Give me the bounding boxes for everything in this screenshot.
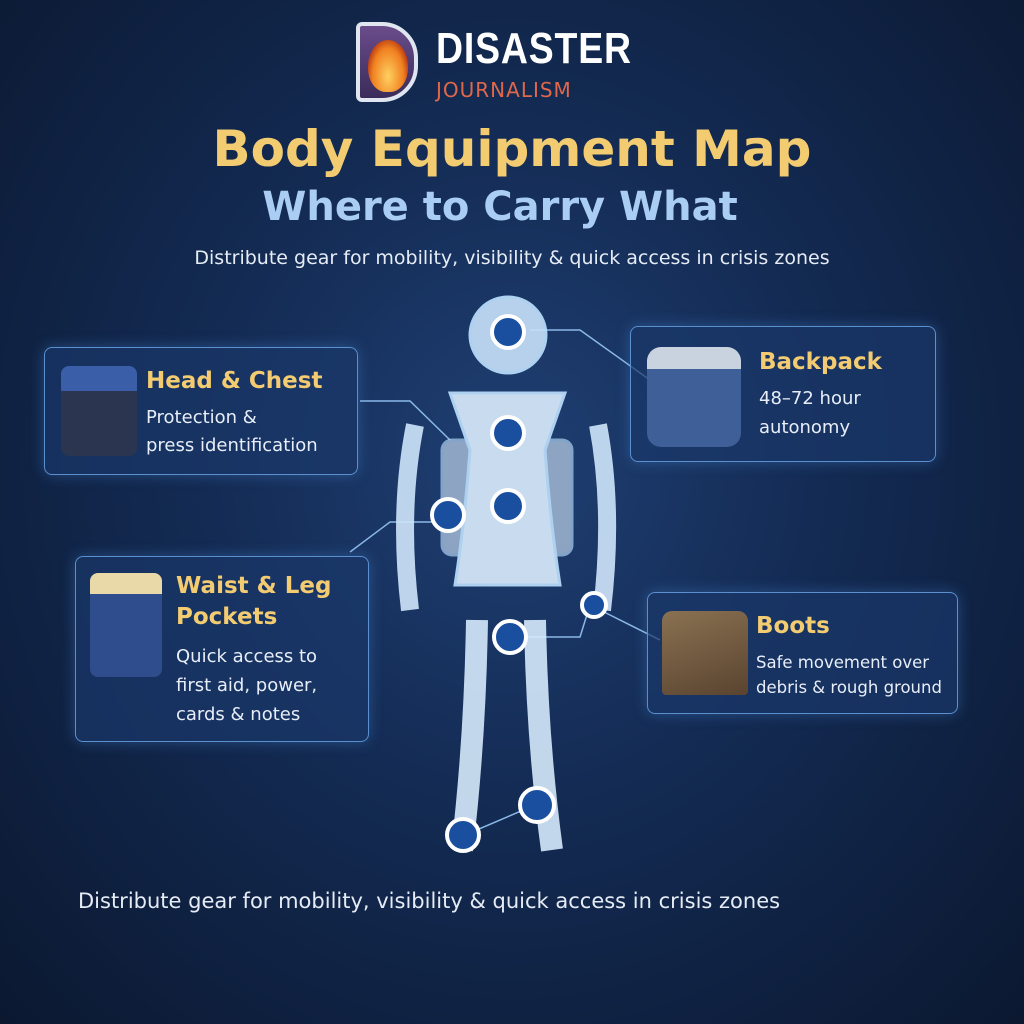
card-title: Pockets bbox=[176, 604, 278, 630]
boots-icon bbox=[662, 611, 748, 695]
card-text: cards & notes bbox=[176, 704, 301, 725]
brand-sub: JOURNALISM bbox=[436, 78, 572, 102]
tagline: Distribute gear for mobility, visibility… bbox=[194, 247, 830, 269]
card-text: Protection & bbox=[146, 407, 257, 428]
footer-tagline: Distribute gear for mobility, visibility… bbox=[78, 889, 781, 913]
marker-points bbox=[430, 314, 608, 853]
card-title: Backpack bbox=[759, 349, 882, 375]
card-waist-leg: Waist & Leg Pockets Quick access to firs… bbox=[75, 556, 369, 742]
card-text: Quick access to bbox=[176, 646, 318, 667]
card-boots: Boots Safe movement over debris & rough … bbox=[647, 592, 958, 714]
backpack-icon bbox=[647, 347, 741, 447]
flame-logo-icon bbox=[356, 22, 418, 102]
card-title: Head & Chest bbox=[146, 368, 323, 394]
card-title: Waist & Leg bbox=[176, 573, 332, 599]
card-title: Boots bbox=[756, 613, 830, 639]
pouch-icon bbox=[90, 573, 162, 677]
page-subtitle: Where to Carry What bbox=[262, 184, 738, 230]
helmet-vest-icon bbox=[61, 366, 137, 456]
page-title: Body Equipment Map bbox=[212, 120, 812, 178]
card-head-chest: Head & Chest Protection & press identifi… bbox=[44, 347, 358, 475]
card-text: debris & rough ground bbox=[756, 678, 942, 697]
card-text: first aid, power, bbox=[176, 675, 318, 696]
card-text: autonomy bbox=[759, 417, 851, 438]
card-backpack: Backpack 48–72 hour autonomy bbox=[630, 326, 936, 462]
card-text: Safe movement over bbox=[756, 653, 930, 672]
card-text: press identification bbox=[146, 435, 318, 456]
brand-logo: DISASTER JOURNALISM bbox=[356, 22, 631, 102]
card-text: 48–72 hour bbox=[759, 388, 861, 409]
brand-name: DISASTER bbox=[436, 24, 632, 73]
